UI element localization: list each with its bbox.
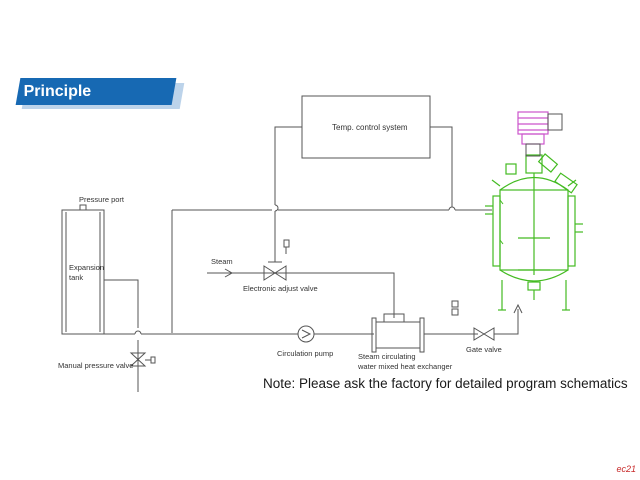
gate-valve-symbol: [473, 327, 495, 341]
reactor-vessel: [485, 153, 583, 311]
manual-valve-symbol: [129, 352, 147, 367]
circulation-pump: [297, 325, 315, 343]
watermark: ec21: [616, 464, 636, 474]
agitator-motor: [517, 111, 549, 145]
steam-line: [207, 272, 395, 318]
control-line-left: [274, 126, 302, 205]
tank-overflow-line: [104, 279, 139, 328]
steam-arrow: [224, 268, 234, 278]
pressure-port: [79, 204, 87, 211]
label-manual-valve: Manual pressure valve: [58, 361, 133, 370]
schematic-note: Note: Please ask the factory for detaile…: [263, 376, 628, 391]
line-hop-1: [274, 204, 279, 212]
line-hop-3: [134, 330, 142, 335]
line-hop-2: [448, 206, 456, 211]
control-line-right: [430, 126, 453, 207]
heat-exchanger: [375, 321, 421, 349]
inlet-arrow: [513, 303, 523, 314]
label-steam: Steam: [211, 257, 233, 266]
label-circulation-pump: Circulation pump: [277, 349, 333, 358]
label-temp-control: Temp. control system: [332, 123, 408, 132]
to-reactor-pipe: [494, 309, 519, 335]
label-expansion: Expansion: [69, 263, 104, 272]
expansion-tank: [61, 209, 105, 335]
label-gate-valve: Gate valve: [466, 345, 502, 354]
label-pressure-port: Pressure port: [79, 195, 125, 204]
label-tank: tank: [69, 273, 83, 282]
label-heat-exchanger-2: water mixed heat exchanger: [357, 362, 453, 371]
label-electronic-valve: Electronic adjust valve: [243, 284, 318, 293]
electronic-valve-symbol: [263, 265, 287, 281]
label-heat-exchanger-1: Steam circulating: [358, 352, 416, 361]
